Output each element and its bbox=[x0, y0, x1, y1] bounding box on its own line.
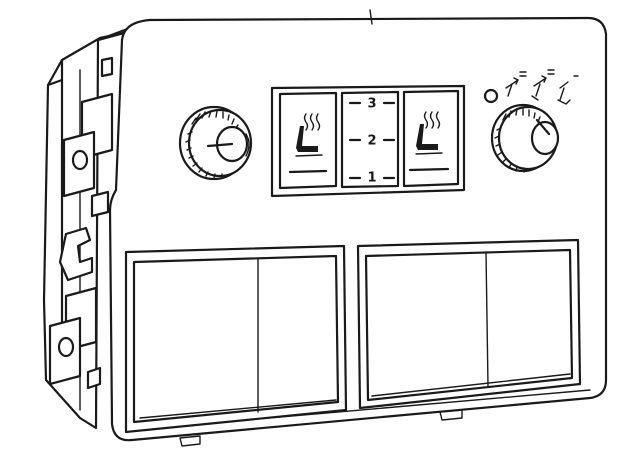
seat-heat-indicator-left bbox=[288, 169, 328, 174]
mounting-tab-lower bbox=[48, 286, 102, 390]
seat-heat-cluster: 3 2 1 bbox=[270, 84, 466, 198]
vent-face-icon bbox=[505, 71, 527, 97]
heat-level-1: 1 bbox=[348, 171, 396, 186]
heated-seat-button-right[interactable] bbox=[402, 89, 460, 188]
left-knob[interactable] bbox=[178, 105, 253, 181]
seat-heat-indicator-right bbox=[408, 167, 450, 172]
knob-grip-right bbox=[494, 108, 541, 173]
heat-level-2: 2 bbox=[348, 134, 396, 149]
right-knob[interactable] bbox=[490, 103, 560, 173]
mounting-clip-upper bbox=[90, 56, 114, 218]
vent-face-floor-icon bbox=[531, 69, 555, 101]
right-storage-bin[interactable] bbox=[356, 238, 582, 410]
heated-seat-icon bbox=[415, 111, 443, 155]
vent-floor-icon bbox=[557, 75, 579, 105]
left-storage-bin[interactable] bbox=[124, 244, 348, 434]
heat-level-indicator: 3 2 1 bbox=[340, 90, 400, 189]
heated-seat-icon bbox=[295, 113, 323, 157]
heat-level-3: 3 bbox=[348, 97, 396, 112]
right-knob-cap bbox=[530, 120, 560, 156]
panel-seam bbox=[369, 9, 373, 25]
mounting-hook bbox=[58, 226, 94, 282]
svg-text:1: 1 bbox=[367, 171, 376, 186]
mounting-hole-upper bbox=[71, 149, 89, 171]
vent-mode-icons bbox=[505, 69, 579, 105]
bottom-clips bbox=[179, 409, 463, 447]
heated-seat-button-left[interactable] bbox=[278, 91, 338, 190]
svg-text:2: 2 bbox=[367, 134, 376, 149]
mounting-tab-upper bbox=[62, 92, 114, 198]
indicator-led-icon bbox=[483, 88, 499, 104]
svg-text:3: 3 bbox=[367, 97, 376, 112]
mounting-hole-lower bbox=[57, 336, 75, 358]
